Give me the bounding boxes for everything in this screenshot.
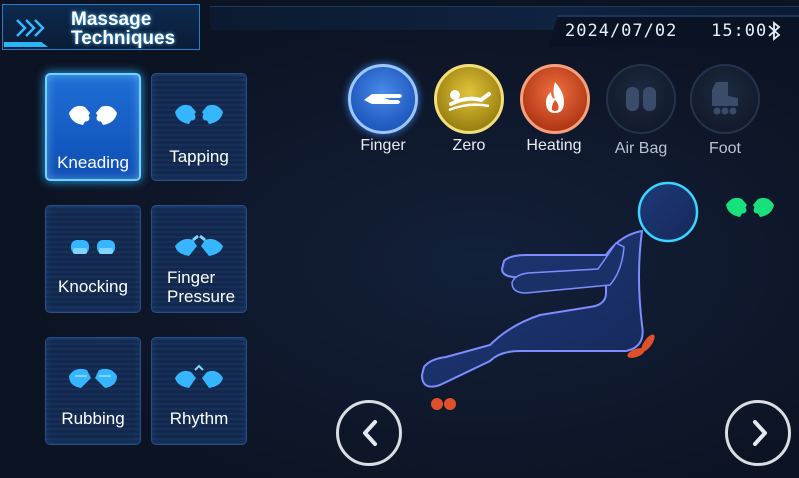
date-text: 2024/07/02 bbox=[565, 21, 678, 41]
rhythm-hands-icon bbox=[175, 364, 223, 388]
active-technique-hands-icon bbox=[726, 197, 774, 217]
technique-rubbing-button[interactable]: Rubbing bbox=[45, 337, 141, 445]
chevron-left-icon bbox=[363, 420, 377, 446]
title-accent bbox=[4, 42, 48, 47]
mode-label: Zero bbox=[452, 137, 486, 154]
technique-label-line1: Finger bbox=[167, 268, 216, 287]
technique-label: Kneading bbox=[57, 153, 129, 172]
technique-tapping-button[interactable]: Tapping bbox=[151, 73, 247, 181]
zero-gravity-icon bbox=[448, 90, 491, 112]
technique-label: Rhythm bbox=[169, 409, 229, 428]
technique-label: Finger Pressure bbox=[152, 268, 246, 306]
bluetooth-icon bbox=[768, 21, 781, 41]
double-chevron-right-icon bbox=[16, 19, 45, 37]
next-page-button[interactable] bbox=[725, 400, 791, 466]
technique-label-line2: Pressure bbox=[167, 287, 236, 306]
page-title-line1: Massage bbox=[71, 9, 152, 30]
mode-finger-ring bbox=[348, 64, 418, 134]
mode-label: Finger bbox=[360, 137, 406, 154]
heat-zone-foot-right bbox=[444, 398, 456, 410]
page-title-box: Massage Techniques bbox=[2, 4, 200, 50]
mode-foot-button[interactable] bbox=[690, 64, 760, 134]
page-title: Massage Techniques bbox=[71, 10, 201, 48]
tapping-hands-icon bbox=[175, 104, 223, 124]
technique-label: Rubbing bbox=[61, 409, 125, 428]
mode-air-bag-ring bbox=[606, 64, 676, 134]
heat-zone-foot-left bbox=[431, 398, 443, 410]
arm-shape bbox=[511, 242, 625, 294]
head-shape bbox=[637, 181, 699, 243]
technique-label: Knocking bbox=[58, 277, 128, 296]
mode-label: Air Bag bbox=[614, 140, 668, 157]
mode-air-bag-button[interactable] bbox=[606, 64, 676, 134]
chevron-right-icon bbox=[753, 420, 767, 446]
technique-kneading-button[interactable]: Kneading bbox=[45, 73, 141, 181]
mode-label: Foot bbox=[708, 140, 741, 157]
airbag-icon bbox=[626, 87, 656, 111]
mode-label: Heating bbox=[526, 137, 582, 154]
technique-knocking-button[interactable]: Knocking bbox=[45, 205, 141, 313]
previous-page-button[interactable] bbox=[336, 400, 402, 466]
hand-icon bbox=[364, 94, 402, 104]
technique-label: Tapping bbox=[169, 147, 229, 166]
flame-icon bbox=[546, 82, 564, 113]
kneading-hands-icon bbox=[69, 105, 117, 125]
datetime: 2024/07/02 15:00 bbox=[565, 21, 767, 41]
heat-zone-back bbox=[627, 348, 645, 358]
knocking-fists-icon bbox=[71, 240, 115, 254]
page-title-line2: Techniques bbox=[71, 28, 176, 49]
foot-roller-icon bbox=[712, 82, 738, 115]
mode-zero-button[interactable] bbox=[434, 64, 504, 134]
technique-finger-pressure-button[interactable]: Finger Pressure bbox=[151, 205, 247, 313]
time-text: 15:00 bbox=[711, 21, 768, 41]
heat-zone-lower-back bbox=[641, 334, 655, 352]
mode-finger-button[interactable] bbox=[348, 64, 418, 134]
mode-heating-button[interactable] bbox=[520, 64, 590, 134]
finger-pressure-hands-icon bbox=[175, 234, 223, 256]
status-bar bbox=[548, 15, 799, 47]
body-figure-diagram bbox=[420, 181, 699, 410]
technique-rhythm-button[interactable]: Rhythm bbox=[151, 337, 247, 445]
rubbing-hands-icon bbox=[69, 368, 117, 388]
